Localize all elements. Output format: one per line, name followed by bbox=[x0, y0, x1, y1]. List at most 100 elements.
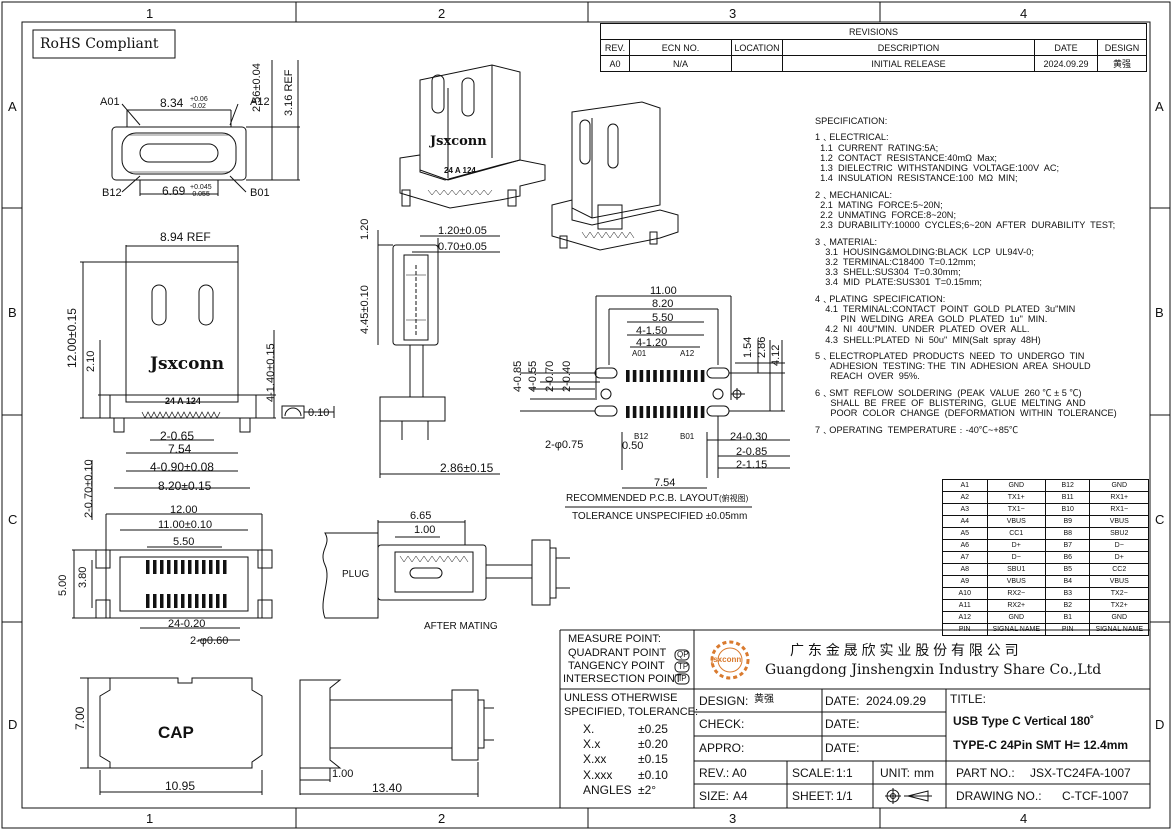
column-label: 3 bbox=[729, 6, 737, 21]
dimension-label: 3.16 REF bbox=[283, 69, 295, 116]
pcb-pad bbox=[653, 406, 657, 418]
spec-line: 2.2 UNMATING FORCE:8~20N; bbox=[815, 210, 956, 220]
size-label: SIZE: bbox=[699, 789, 730, 803]
dimension-label: 4-0.85 bbox=[512, 360, 524, 392]
pin-label: B12 bbox=[102, 187, 122, 199]
dimension-label: 1.00 bbox=[332, 768, 354, 780]
terminal-pin bbox=[216, 594, 220, 608]
pin-cell: A10 bbox=[942, 587, 988, 600]
revisions-title: REVISIONS bbox=[600, 23, 1147, 40]
sheet-value: 1/1 bbox=[836, 789, 853, 803]
dimension-label: 2-φ0.75 bbox=[545, 439, 584, 451]
spec-line: 5﹑ELECTROPLATED PRODUCTS NEED TO UNDERGO… bbox=[815, 351, 1085, 361]
dimension-label: 2-1.15 bbox=[736, 459, 768, 471]
rev-header: DATE bbox=[1034, 39, 1098, 56]
flatness-value: 0.10 bbox=[308, 407, 330, 419]
dimension-label: 2.86±0.15 bbox=[440, 461, 494, 475]
dimension-label: 4-1.20 bbox=[636, 337, 668, 349]
tolerance-value: ±0.10 bbox=[638, 767, 668, 782]
company-logo: jsxconn bbox=[711, 655, 742, 664]
dimension-label: 11.00 bbox=[650, 285, 677, 297]
appro-date-label: DATE: bbox=[825, 741, 860, 755]
pin-cell: B8 bbox=[1044, 527, 1091, 540]
pin-cell: B7 bbox=[1044, 539, 1091, 552]
check-date-label: DATE: bbox=[825, 717, 860, 731]
pin-cell: A9 bbox=[942, 575, 988, 588]
dimension-label: 1.20±0.05 bbox=[438, 225, 487, 237]
dimension-label: 2-0.40 bbox=[561, 360, 573, 392]
pcb-pad bbox=[680, 370, 684, 382]
pin-label: A01 bbox=[100, 96, 120, 108]
column-label: 2 bbox=[438, 811, 446, 826]
rohs-label: RoHS Compliant bbox=[40, 36, 159, 52]
dimension-label: 13.40 bbox=[372, 781, 403, 795]
spec-line: 3.3 SHELL:SUS304 T=0.30mm; bbox=[815, 267, 961, 278]
row-label: A bbox=[8, 99, 17, 114]
pin-cell: A6 bbox=[942, 539, 988, 552]
pin-cell: SIGNAL NAME bbox=[986, 623, 1046, 636]
pin-cell: A12 bbox=[942, 611, 988, 624]
rev-cell: A0 bbox=[600, 55, 630, 72]
dimension-label: 6.65 bbox=[410, 510, 432, 522]
plug-label: PLUG bbox=[342, 569, 370, 580]
pin-cell: SBU2 bbox=[1089, 527, 1149, 540]
pin-cell: CC2 bbox=[1089, 563, 1149, 576]
design-value: 黄强 bbox=[754, 694, 774, 705]
row-label: B bbox=[1155, 305, 1164, 320]
terminal-pin bbox=[160, 560, 164, 574]
rev-label: REV.: bbox=[699, 766, 730, 780]
spec-line: 3.1 HOUSING&MOLDING:BLACK LCP UL94V-0; bbox=[815, 246, 1034, 257]
row-label: D bbox=[1155, 717, 1165, 732]
drawing-no-label: DRAWING NO.: bbox=[956, 789, 1042, 803]
row-label: A bbox=[1155, 99, 1164, 114]
column-label: 2 bbox=[438, 6, 446, 21]
pin-cell: PIN bbox=[1044, 623, 1091, 636]
rev-cell: 黄强 bbox=[1097, 55, 1147, 72]
pin-cell: TX1+ bbox=[986, 491, 1046, 504]
measure-point-row: INTERSECTION POINT bbox=[563, 673, 682, 685]
dimension-label: 12.00 bbox=[170, 504, 198, 516]
pin-cell: A5 bbox=[942, 527, 988, 540]
pcb-pad bbox=[639, 370, 644, 382]
dimension-label: 2-0.70 bbox=[544, 360, 556, 392]
measure-point-title: MEASURE POINT: bbox=[568, 633, 661, 645]
date-code: 24 A 124 bbox=[444, 166, 476, 175]
pin-cell: RX1− bbox=[1089, 503, 1149, 516]
terminal-pin bbox=[153, 594, 157, 608]
title-label: TITLE: bbox=[950, 692, 987, 706]
tolerance-title: UNLESS OTHERWISE bbox=[564, 692, 678, 704]
unit-value: mm bbox=[914, 766, 934, 780]
tolerance-value: ±0.25 bbox=[638, 722, 668, 736]
pin-cell: GND bbox=[986, 479, 1046, 492]
drawing-no-value: C-TCF-1007 bbox=[1062, 789, 1129, 803]
pin-cell: A7 bbox=[942, 551, 988, 564]
pcb-pad bbox=[660, 370, 664, 382]
dimension-label: 11.00±0.10 bbox=[158, 519, 213, 531]
pin-cell: A8 bbox=[942, 563, 988, 576]
pcb-pad bbox=[653, 370, 657, 382]
pcb-pad bbox=[660, 406, 664, 418]
tolerance-value: ±0.15 bbox=[638, 752, 668, 767]
pin-label: B01 bbox=[680, 432, 695, 441]
spec-line: 1.3 DIELECTRIC WITHSTANDING VOLTAGE:100V… bbox=[815, 163, 1060, 173]
pin-cell: B12 bbox=[1044, 479, 1091, 492]
rev-header: LOCATION bbox=[731, 39, 783, 56]
pin-cell: RX1+ bbox=[1089, 491, 1149, 504]
spec-line: PIN WELDING AREA GOLD PLATED 1u" MIN. bbox=[815, 314, 1048, 325]
pin-cell: RX2+ bbox=[986, 599, 1046, 612]
spec-line: 1.1 CURRENT RATING:5A; bbox=[815, 142, 939, 153]
pin-cell: GND bbox=[1089, 611, 1149, 624]
tolerance-key: ANGLES bbox=[583, 782, 632, 797]
pcb-pad bbox=[673, 406, 678, 418]
dimension-label: 8.20±0.15 bbox=[158, 479, 212, 493]
pcb-pad bbox=[632, 370, 637, 382]
pin-cell: A4 bbox=[942, 515, 988, 528]
pin-label: A12 bbox=[680, 349, 695, 358]
pin-cell: B9 bbox=[1044, 515, 1091, 528]
pin-cell: GND bbox=[986, 611, 1046, 624]
terminal-pin bbox=[209, 594, 213, 608]
tolerance-value: ±0.20 bbox=[638, 737, 668, 752]
